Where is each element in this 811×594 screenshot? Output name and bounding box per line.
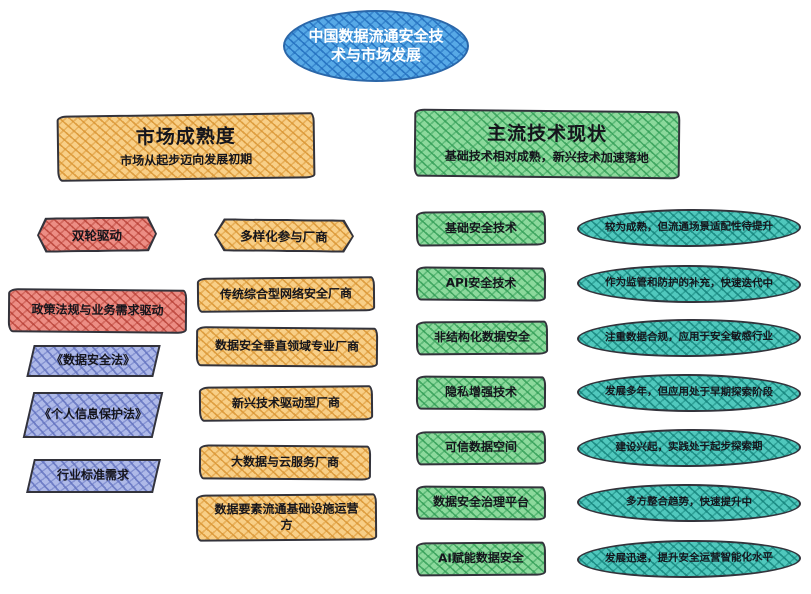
technology-branch-header: 主流技术现状 基础技术相对成熟，新兴技术加速落地 — [413, 108, 681, 180]
root-node: 中国数据流通安全技术与市场发展 — [283, 10, 469, 82]
vendor-label: 传统综合型网络安全厂商 — [219, 286, 353, 302]
tech-status-ellipse: 发展多年，但应用处于早期探索阶段 — [576, 373, 802, 413]
law-flag-data-security: 《数据安全法》 — [26, 345, 161, 377]
vendors-hexagon: 多样化参与厂商 — [214, 218, 354, 252]
tech-label: 基础安全技术 — [444, 220, 518, 236]
law-flag-industry-standard: 行业标准需求 — [26, 459, 161, 493]
law-flag-label: 《数据安全法》 — [51, 353, 136, 368]
drivers-box: 政策法规与业务需求驱动 — [7, 288, 188, 334]
vendor-box: 新兴技术驱动型厂商 — [198, 385, 374, 422]
law-flag-personal-info: 《个人信息保护法》 — [22, 392, 164, 438]
vendor-box: 数据要素流通基础设施运营方 — [195, 493, 378, 542]
law-flag-label: 行业标准需求 — [57, 468, 130, 483]
tech-status-ellipse: 作为监管和防护的补充，快速迭代中 — [576, 264, 802, 304]
tech-label: AI赋能数据安全 — [438, 550, 524, 566]
tech-status-label: 发展迅速，提升安全运营智能化水平 — [604, 551, 774, 565]
drivers-hexagon: 双轮驱动 — [37, 216, 157, 252]
vendor-label: 大数据与云服务厂商 — [230, 454, 340, 470]
tech-status-label: 建设兴起，实践处于起步探索期 — [615, 440, 763, 454]
tech-label: 隐私增强技术 — [444, 384, 518, 400]
tech-box: API安全技术 — [415, 266, 547, 302]
tech-box: 隐私增强技术 — [415, 375, 547, 411]
vendor-label: 数据要素流通基础设施运营方 — [214, 501, 359, 532]
tech-status-label: 发展多年，但应用处于早期探索阶段 — [604, 385, 774, 399]
tech-status-label: 注重数据合规，应用于安全敏感行业 — [604, 330, 774, 344]
vendors-hexagon-label: 多样化参与厂商 — [240, 228, 328, 245]
drivers-hexagon-label: 双轮驱动 — [71, 227, 123, 244]
vendor-label: 新兴技术驱动型厂商 — [231, 395, 341, 411]
tech-box: 非结构化数据安全 — [415, 320, 549, 356]
tech-label: API安全技术 — [445, 275, 517, 291]
market-branch-header: 市场成熟度 市场从起步迈向发展初期 — [56, 112, 316, 182]
technology-subtitle: 基础技术相对成熟，新兴技术加速落地 — [444, 148, 649, 166]
law-flag-label: 《个人信息保护法》 — [38, 407, 147, 422]
vendor-box: 数据安全垂直领域专业厂商 — [195, 326, 379, 368]
tech-box: 基础安全技术 — [415, 210, 547, 247]
tech-status-label: 较为成熟，但流通场景适配性待提升 — [604, 220, 774, 234]
market-subtitle: 市场从起步迈向发展初期 — [120, 152, 253, 168]
tech-status-label: 多方整合趋势，快速提升中 — [625, 495, 753, 509]
market-title: 市场成熟度 — [135, 125, 237, 150]
tech-status-ellipse: 注重数据合规，应用于安全敏感行业 — [576, 318, 802, 358]
tech-status-ellipse: 较为成熟，但流通场景适配性待提升 — [576, 208, 802, 248]
tech-label: 数据安全治理平台 — [432, 494, 530, 510]
vendor-label: 数据安全垂直领域专业厂商 — [214, 338, 360, 354]
tech-status-ellipse: 建设兴起，实践处于起步探索期 — [576, 428, 802, 468]
tech-label: 非结构化数据安全 — [433, 329, 531, 345]
tech-status-ellipse: 发展迅速，提升安全运营智能化水平 — [576, 539, 802, 579]
drivers-box-label: 政策法规与业务需求驱动 — [31, 302, 164, 318]
tech-status-label: 作为监管和防护的补充，快速迭代中 — [604, 276, 774, 290]
tech-box: 数据安全治理平台 — [415, 485, 547, 521]
technology-title: 主流技术现状 — [486, 122, 608, 146]
tech-status-ellipse: 多方整合趋势，快速提升中 — [576, 483, 802, 523]
vendor-box: 大数据与云服务厂商 — [198, 444, 372, 481]
tech-label: 可信数据空间 — [444, 439, 518, 455]
tech-box: AI赋能数据安全 — [415, 541, 547, 577]
vendor-box: 传统综合型网络安全厂商 — [196, 276, 376, 313]
root-title: 中国数据流通安全技术与市场发展 — [308, 26, 444, 65]
tech-box: 可信数据空间 — [415, 430, 547, 466]
